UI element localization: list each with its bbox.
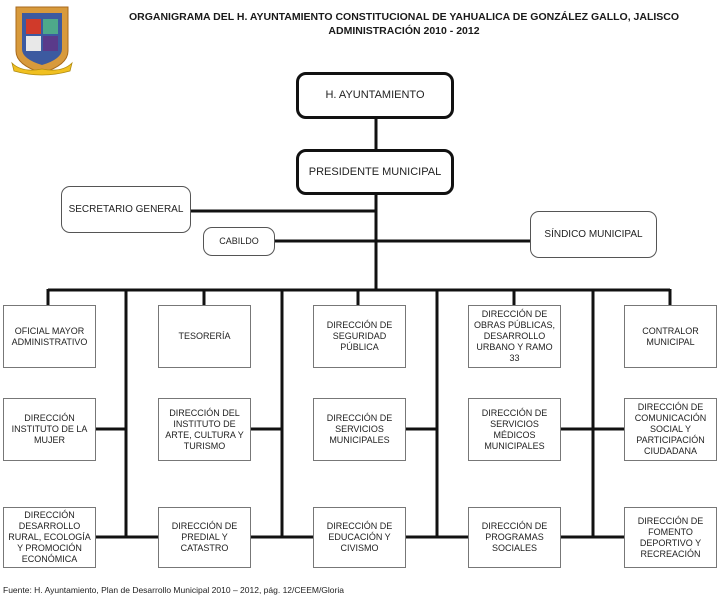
node-servicios-medicos: DIRECCIÓN DE SERVICIOS MÉDICOS MUNICIPAL… (468, 398, 561, 461)
node-label: PRESIDENTE MUNICIPAL (308, 165, 442, 178)
node-obras-publicas: DIRECCIÓN DE OBRAS PÚBLICAS, DESARROLLO … (468, 305, 561, 368)
node-predial-catastro: DIRECCIÓN DE PREDIAL Y CATASTRO (158, 507, 251, 568)
node-seguridad-publica: DIRECCIÓN DE SEGURIDAD PÚBLICA (313, 305, 406, 368)
node-label: DIRECCIÓN DE SERVICIOS MÉDICOS MUNICIPAL… (481, 407, 548, 451)
node-label: DIRECCIÓN DE OBRAS PÚBLICAS, DESARROLLO … (473, 309, 556, 363)
node-servicios-municipales: DIRECCIÓN DE SERVICIOS MUNICIPALES (313, 398, 406, 461)
node-label: DIRECCIÓN DE PREDIAL Y CATASTRO (171, 521, 238, 553)
node-instituto-mujer: DIRECCIÓN INSTITUTO DE LA MUJER (3, 398, 96, 461)
node-label: OFICIAL MAYOR ADMINISTRATIVO (11, 325, 88, 347)
node-label: DIRECCIÓN INSTITUTO DE LA MUJER (11, 413, 88, 445)
node-label: DIRECCIÓN DE SEGURIDAD PÚBLICA (326, 320, 393, 352)
node-fomento-deportivo: DIRECCIÓN DE FOMENTO DEPORTIVO Y RECREAC… (624, 507, 717, 568)
node-label: DIRECCIÓN DESARROLLO RURAL, ECOLOGÍA Y P… (8, 510, 91, 564)
node-label: DIRECCIÓN DEL INSTITUTO DE ARTE, CULTURA… (165, 407, 244, 451)
node-arte-cultura-turismo: DIRECCIÓN DEL INSTITUTO DE ARTE, CULTURA… (158, 398, 251, 461)
node-programas-sociales: DIRECCIÓN DE PROGRAMAS SOCIALES (468, 507, 561, 568)
node-label: DIRECCIÓN DE COMUNICACIÓN SOCIAL Y PARTI… (634, 402, 707, 456)
node-h-ayuntamiento: H. AYUNTAMIENTO (296, 72, 454, 119)
chart-subtitle: ADMINISTRACIÓN 2010 - 2012 (328, 25, 480, 37)
node-label: DIRECCIÓN DE EDUCACIÓN Y CIVISMO (326, 521, 393, 553)
chart-title: ORGANIGRAMA DEL H. AYUNTAMIENTO CONSTITU… (128, 11, 680, 23)
node-label: DIRECCIÓN DE PROGRAMAS SOCIALES (481, 521, 548, 553)
municipal-coat-of-arms-icon (11, 6, 73, 76)
node-educacion-civismo: DIRECCIÓN DE EDUCACIÓN Y CIVISMO (313, 507, 406, 568)
node-label: CABILDO (219, 236, 259, 246)
node-presidente-municipal: PRESIDENTE MUNICIPAL (296, 149, 454, 195)
node-contralor-municipal: CONTRALOR MUNICIPAL (624, 305, 717, 368)
node-label: H. AYUNTAMIENTO (325, 89, 425, 101)
node-sindico-municipal: SÍNDICO MUNICIPAL (530, 211, 657, 258)
node-cabildo: CABILDO (203, 227, 275, 256)
node-secretario-general: SECRETARIO GENERAL (61, 186, 191, 233)
node-label: DIRECCIÓN DE FOMENTO DEPORTIVO Y RECREAC… (637, 515, 704, 559)
source-note: Fuente: H. Ayuntamiento, Plan de Desarro… (3, 585, 344, 595)
node-label: DIRECCIÓN DE SERVICIOS MUNICIPALES (326, 413, 393, 445)
node-label: TESORERÍA (178, 331, 231, 341)
node-oficial-mayor: OFICIAL MAYOR ADMINISTRATIVO (3, 305, 96, 368)
node-label: SECRETARIO GENERAL (68, 204, 184, 215)
node-label: CONTRALOR MUNICIPAL (642, 325, 699, 347)
node-label: SÍNDICO MUNICIPAL (544, 229, 643, 240)
node-desarrollo-rural: DIRECCIÓN DESARROLLO RURAL, ECOLOGÍA Y P… (3, 507, 96, 568)
node-tesoreria: TESORERÍA (158, 305, 251, 368)
node-comunicacion-social: DIRECCIÓN DE COMUNICACIÓN SOCIAL Y PARTI… (624, 398, 717, 461)
